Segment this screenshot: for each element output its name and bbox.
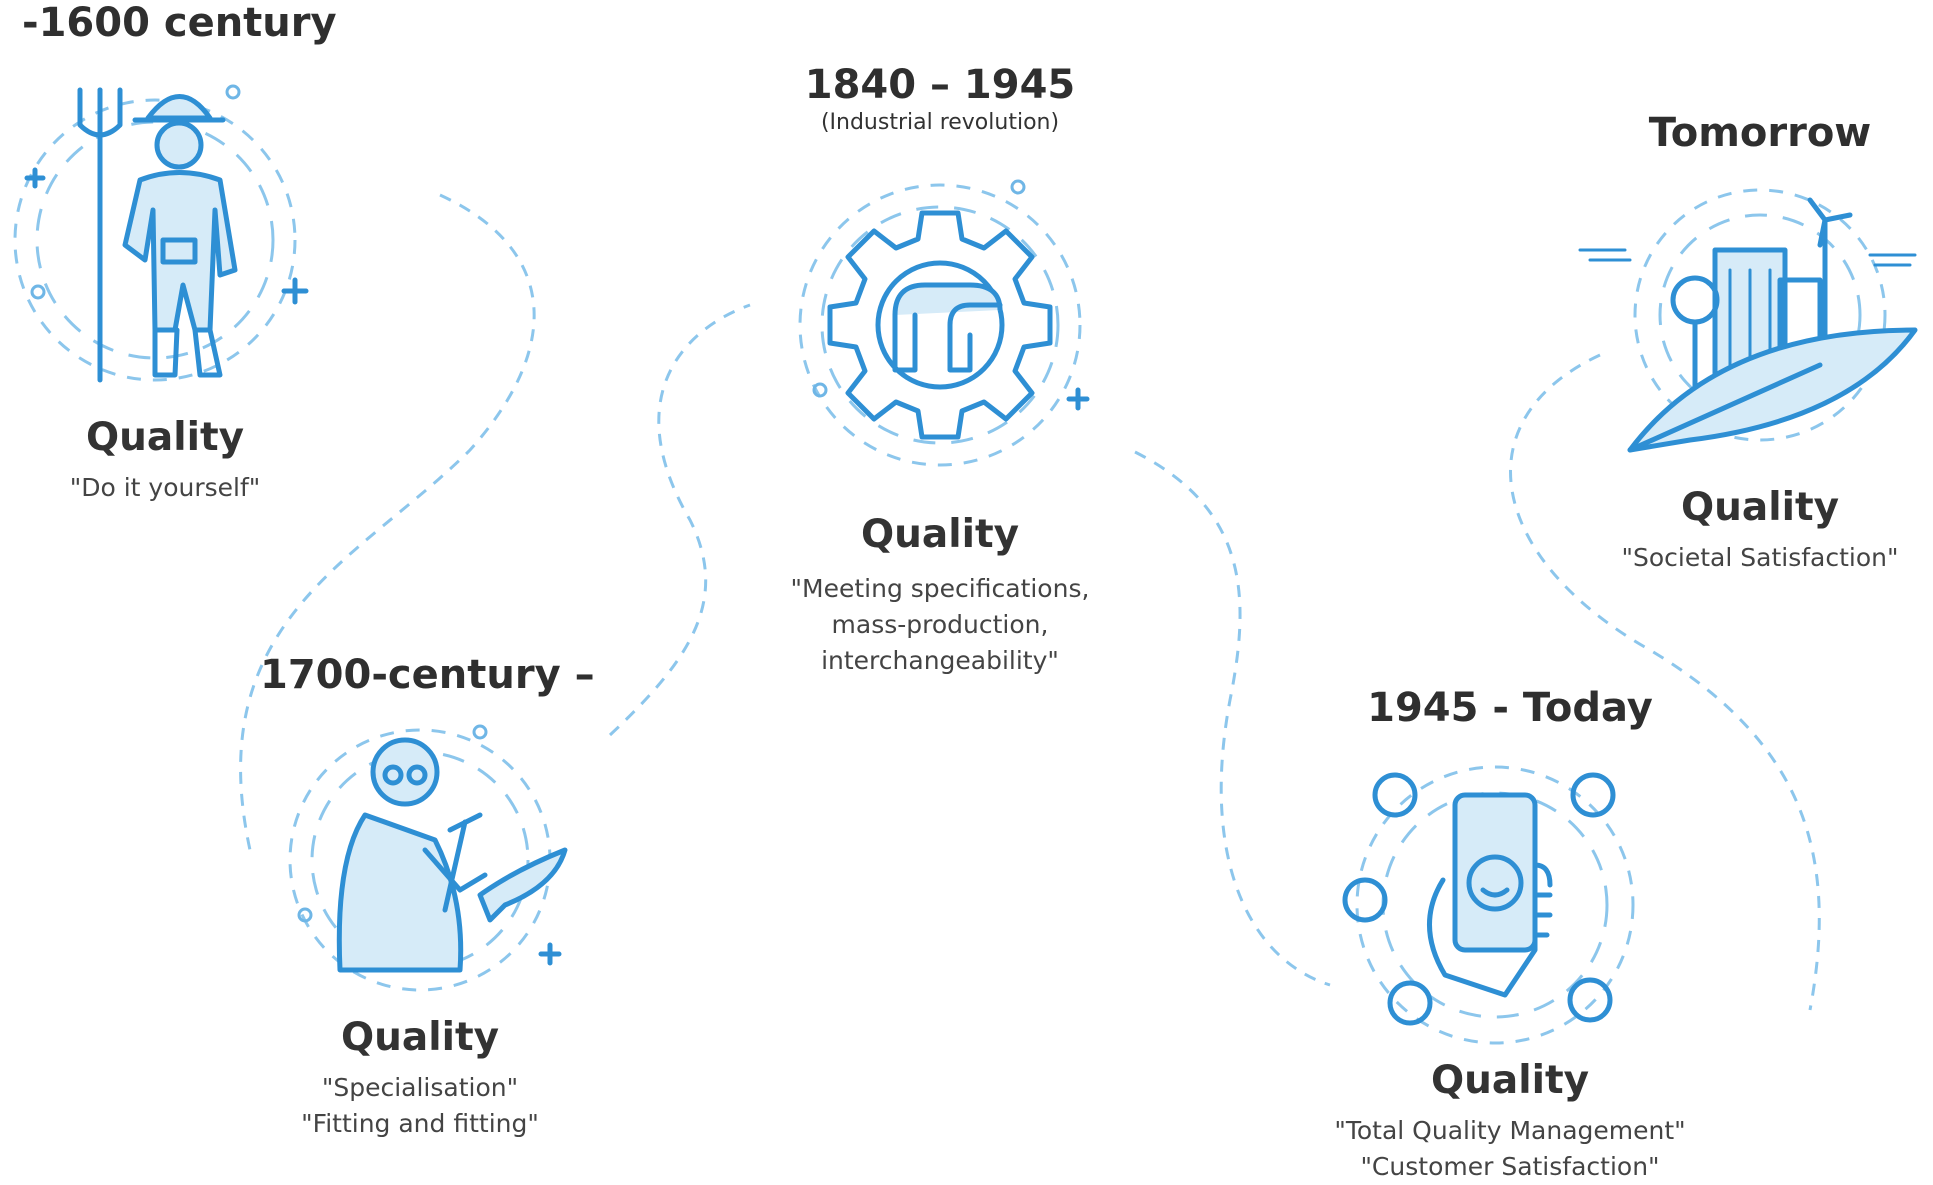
stage-1600: -1600 century: [10, 0, 337, 46]
stage-1945: 1945 - Today: [1340, 685, 1680, 731]
quality-description: "Meeting specifications, mass-production…: [750, 571, 1130, 679]
description-line: "Do it yourself": [69, 473, 261, 502]
farmer-icon: [13, 84, 309, 383]
stage-tomorrow: Tomorrow: [1600, 110, 1920, 156]
quality-title: Quality: [1680, 485, 1840, 530]
description-line: mass-production,: [831, 610, 1049, 639]
quality-description: "Do it yourself": [10, 470, 320, 506]
stage-1840: 1840 – 1945 (Industrial revolution): [760, 62, 1120, 135]
description-line: "Meeting specifications,: [790, 574, 1090, 603]
quality-description: "Societal Satisfaction": [1585, 540, 1933, 576]
description-line: "Fitting and fitting": [301, 1109, 539, 1138]
stage-1840-caption: Quality "Meeting specifications, mass-pr…: [750, 512, 1130, 679]
quality-title: Quality: [1430, 1058, 1590, 1103]
era-label: 1945 - Today: [1367, 685, 1653, 731]
smartphone-icon: [1342, 765, 1635, 1045]
era-label: -1600 century: [22, 0, 337, 46]
stage-tomorrow-caption: Quality "Societal Satisfaction": [1585, 485, 1933, 576]
era-label: 1700-century –: [260, 652, 595, 698]
stage-1600-caption: Quality "Do it yourself": [10, 415, 320, 506]
description-line: "Total Quality Management": [1334, 1116, 1686, 1145]
description-line: "Societal Satisfaction": [1621, 543, 1899, 572]
quality-title: Quality: [85, 415, 245, 460]
era-label: 1840 – 1945: [804, 62, 1076, 108]
quality-description: "Total Quality Management" "Customer Sat…: [1300, 1113, 1720, 1185]
description-line: interchangeability": [821, 646, 1059, 675]
quality-title: Quality: [860, 512, 1020, 557]
quality-title: Quality: [340, 1015, 500, 1060]
craftsman-icon: [288, 724, 568, 992]
sustainable-city-icon: [1578, 188, 1918, 453]
era-label: Tomorrow: [1648, 110, 1872, 156]
stage-1945-caption: Quality "Total Quality Management" "Cust…: [1300, 1058, 1720, 1185]
stage-1700-caption: Quality "Specialisation" "Fitting and fi…: [260, 1015, 580, 1142]
stage-1700: 1700-century –: [260, 652, 595, 698]
quality-description: "Specialisation" "Fitting and fitting": [260, 1070, 580, 1142]
gear-icon: [798, 179, 1090, 467]
description-line: "Customer Satisfaction": [1360, 1152, 1660, 1181]
description-line: "Specialisation": [321, 1073, 519, 1102]
era-sublabel: (Industrial revolution): [820, 110, 1060, 135]
